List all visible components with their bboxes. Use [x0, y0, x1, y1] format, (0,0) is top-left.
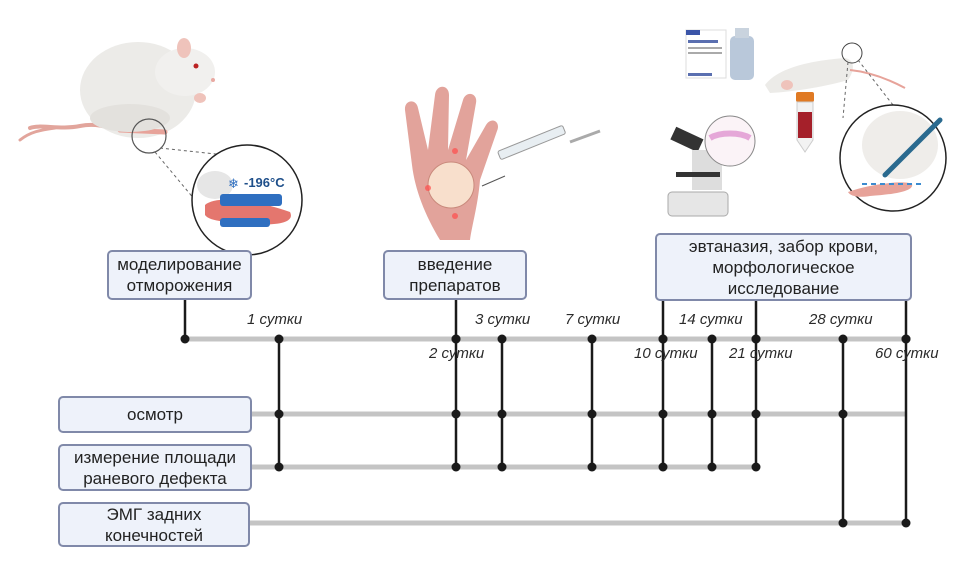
day-marker	[751, 334, 761, 344]
day-marker	[497, 334, 507, 344]
procedure-box-wound-area: измерение площади раневого дефекта	[58, 444, 252, 491]
day-label-2: 2 сутки	[429, 345, 485, 362]
procedure-marker	[838, 518, 848, 528]
procedure-marker	[451, 409, 461, 419]
day-marker	[658, 334, 668, 344]
day-label-1: 1 сутки	[247, 311, 303, 328]
procedure-marker	[658, 409, 668, 419]
anesthetic-drugs-icon	[685, 28, 754, 80]
procedure-marker	[274, 462, 284, 472]
day-marker	[901, 334, 911, 344]
event-marker-frostbite	[180, 334, 190, 344]
procedure-marker	[497, 409, 507, 419]
procedure-marker	[497, 462, 507, 472]
cryo-temperature-label: -196°C	[244, 175, 285, 190]
amputation-callout	[839, 104, 947, 212]
day-label-10: 10 сутки	[634, 345, 698, 362]
event-box-euthanasia: эвтаназия, забор крови, морфологическое …	[655, 233, 912, 301]
procedure-box-emg: ЭМГ задних конечностей	[58, 502, 250, 547]
day-label-60: 60 сутки	[875, 345, 939, 362]
blood-tube-icon	[796, 92, 814, 153]
procedure-marker	[451, 462, 461, 472]
rat-lying-icon	[765, 42, 906, 93]
day-label-21: 21 сутки	[729, 345, 793, 362]
procedure-marker	[658, 462, 668, 472]
day-label-28: 28 сутки	[809, 311, 873, 328]
day-marker	[587, 334, 597, 344]
procedure-marker	[751, 462, 761, 472]
day-label-14: 14 сутки	[679, 311, 743, 328]
procedure-marker	[587, 462, 597, 472]
day-marker	[274, 334, 284, 344]
cryo-callout	[191, 144, 303, 256]
event-box-drugs: введение препаратов	[383, 250, 527, 300]
procedure-marker	[751, 409, 761, 419]
procedure-marker	[901, 518, 911, 528]
procedure-marker	[707, 409, 717, 419]
day-label-7: 7 сутки	[565, 311, 621, 328]
paw-injection-icon	[404, 86, 601, 240]
day-marker	[707, 334, 717, 344]
procedure-marker	[274, 409, 284, 419]
procedure-box-osmotr: осмотр	[58, 396, 252, 433]
procedure-marker	[707, 462, 717, 472]
microscope-icon	[667, 115, 756, 217]
snowflake-icon: ❄	[228, 176, 239, 191]
procedure-marker	[838, 409, 848, 419]
procedure-marker	[587, 409, 597, 419]
day-label-3: 3 сутки	[475, 311, 531, 328]
day-marker	[451, 334, 461, 344]
zoom-callout-small	[131, 118, 167, 154]
rat-sitting-icon	[18, 38, 215, 142]
day-marker	[838, 334, 848, 344]
event-box-frostbite: моделирование отморожения	[107, 250, 252, 300]
